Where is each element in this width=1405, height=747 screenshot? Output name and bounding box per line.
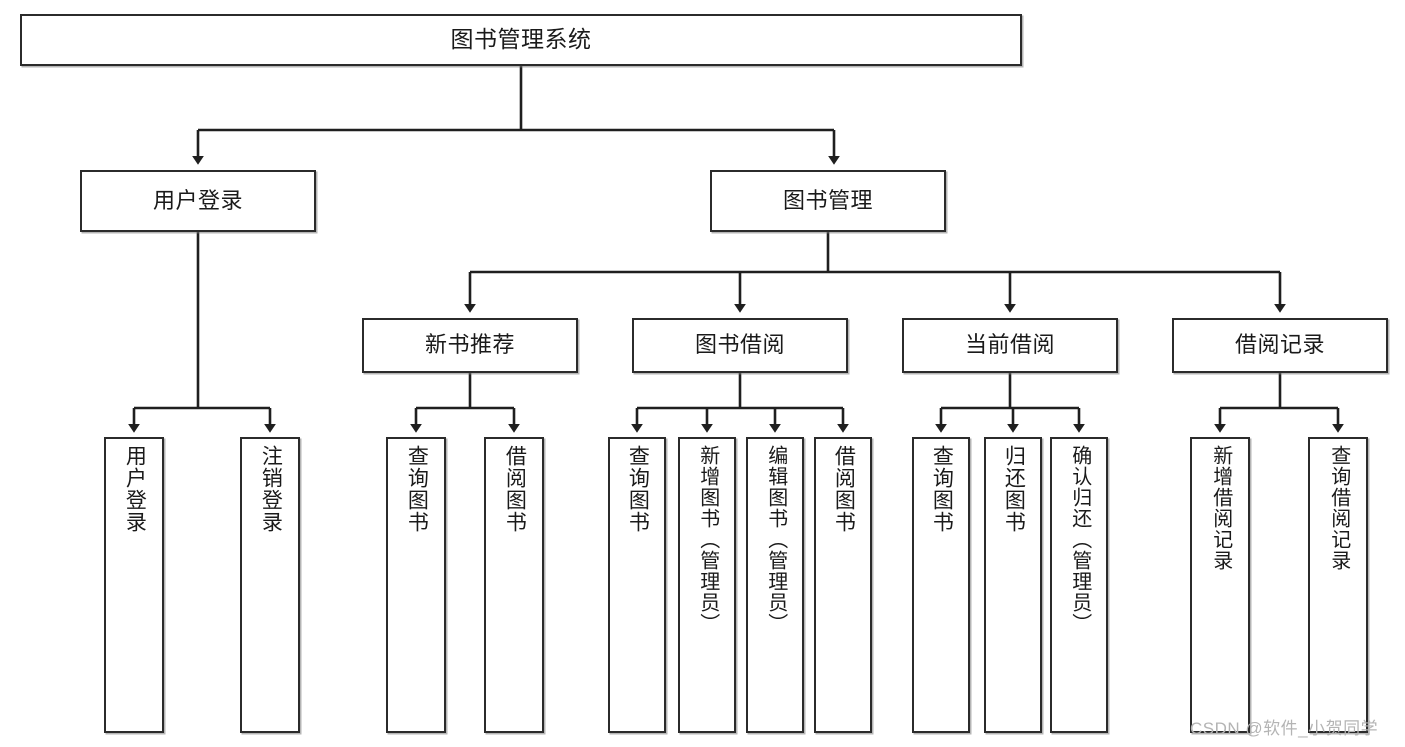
node-root[interactable]: 图书管理系统 [20,14,1022,66]
leaf-logout[interactable]: 注销登录 [240,437,300,733]
leaf-add-book-admin-label: 新增图书（管理员） [696,445,719,634]
leaf-return-book-label: 归还图书 [1002,445,1026,533]
node-book-borrow-label: 图书借阅 [694,332,785,358]
leaf-edit-book-admin[interactable]: 编辑图书（管理员） [746,437,804,733]
leaf-borrow-book[interactable]: 借阅图书 [814,437,872,733]
leaf-query-book-recommend[interactable]: 查询图书 [386,437,446,733]
leaf-query-book-current-label: 查询图书 [930,445,954,533]
leaf-add-book-admin[interactable]: 新增图书（管理员） [678,437,736,733]
node-book-borrow[interactable]: 图书借阅 [632,318,848,373]
leaf-user-login[interactable]: 用户登录 [104,437,164,733]
leaf-borrow-book-recommend[interactable]: 借阅图书 [484,437,544,733]
node-new-book-recommend-label: 新书推荐 [424,332,515,358]
leaf-query-book-recommend-label: 查询图书 [405,445,429,533]
node-borrow-record-label: 借阅记录 [1234,332,1325,358]
leaf-borrow-book-recommend-label: 借阅图书 [503,445,527,533]
leaf-query-book-current[interactable]: 查询图书 [912,437,970,733]
leaf-edit-book-admin-label: 编辑图书（管理员） [764,445,787,634]
leaf-return-book[interactable]: 归还图书 [984,437,1042,733]
leaf-query-borrow-record-label: 查询借阅记录 [1327,445,1350,571]
leaf-add-borrow-record-label: 新增借阅记录 [1209,445,1232,571]
node-borrow-record[interactable]: 借阅记录 [1172,318,1388,373]
leaf-query-borrow-record[interactable]: 查询借阅记录 [1308,437,1368,733]
node-root-label: 图书管理系统 [450,26,592,53]
leaf-logout-label: 注销登录 [259,445,283,533]
leaf-query-book-borrow[interactable]: 查询图书 [608,437,666,733]
leaf-borrow-book-label: 借阅图书 [832,445,856,533]
leaf-confirm-return-admin[interactable]: 确认归还（管理员） [1050,437,1108,733]
leaf-user-login-label: 用户登录 [123,445,147,533]
node-user-login-label: 用户登录 [152,187,243,213]
leaf-confirm-return-admin-label: 确认归还（管理员） [1068,445,1091,634]
node-current-borrow-label: 当前借阅 [964,332,1055,358]
node-new-book-recommend[interactable]: 新书推荐 [362,318,578,373]
node-book-manage[interactable]: 图书管理 [710,170,946,232]
node-current-borrow[interactable]: 当前借阅 [902,318,1118,373]
csdn-watermark: CSDN @软件_小贺同学 [1190,719,1379,738]
leaf-query-book-borrow-label: 查询图书 [626,445,650,533]
node-book-manage-label: 图书管理 [782,187,873,213]
node-user-login[interactable]: 用户登录 [80,170,316,232]
leaf-add-borrow-record[interactable]: 新增借阅记录 [1190,437,1250,733]
